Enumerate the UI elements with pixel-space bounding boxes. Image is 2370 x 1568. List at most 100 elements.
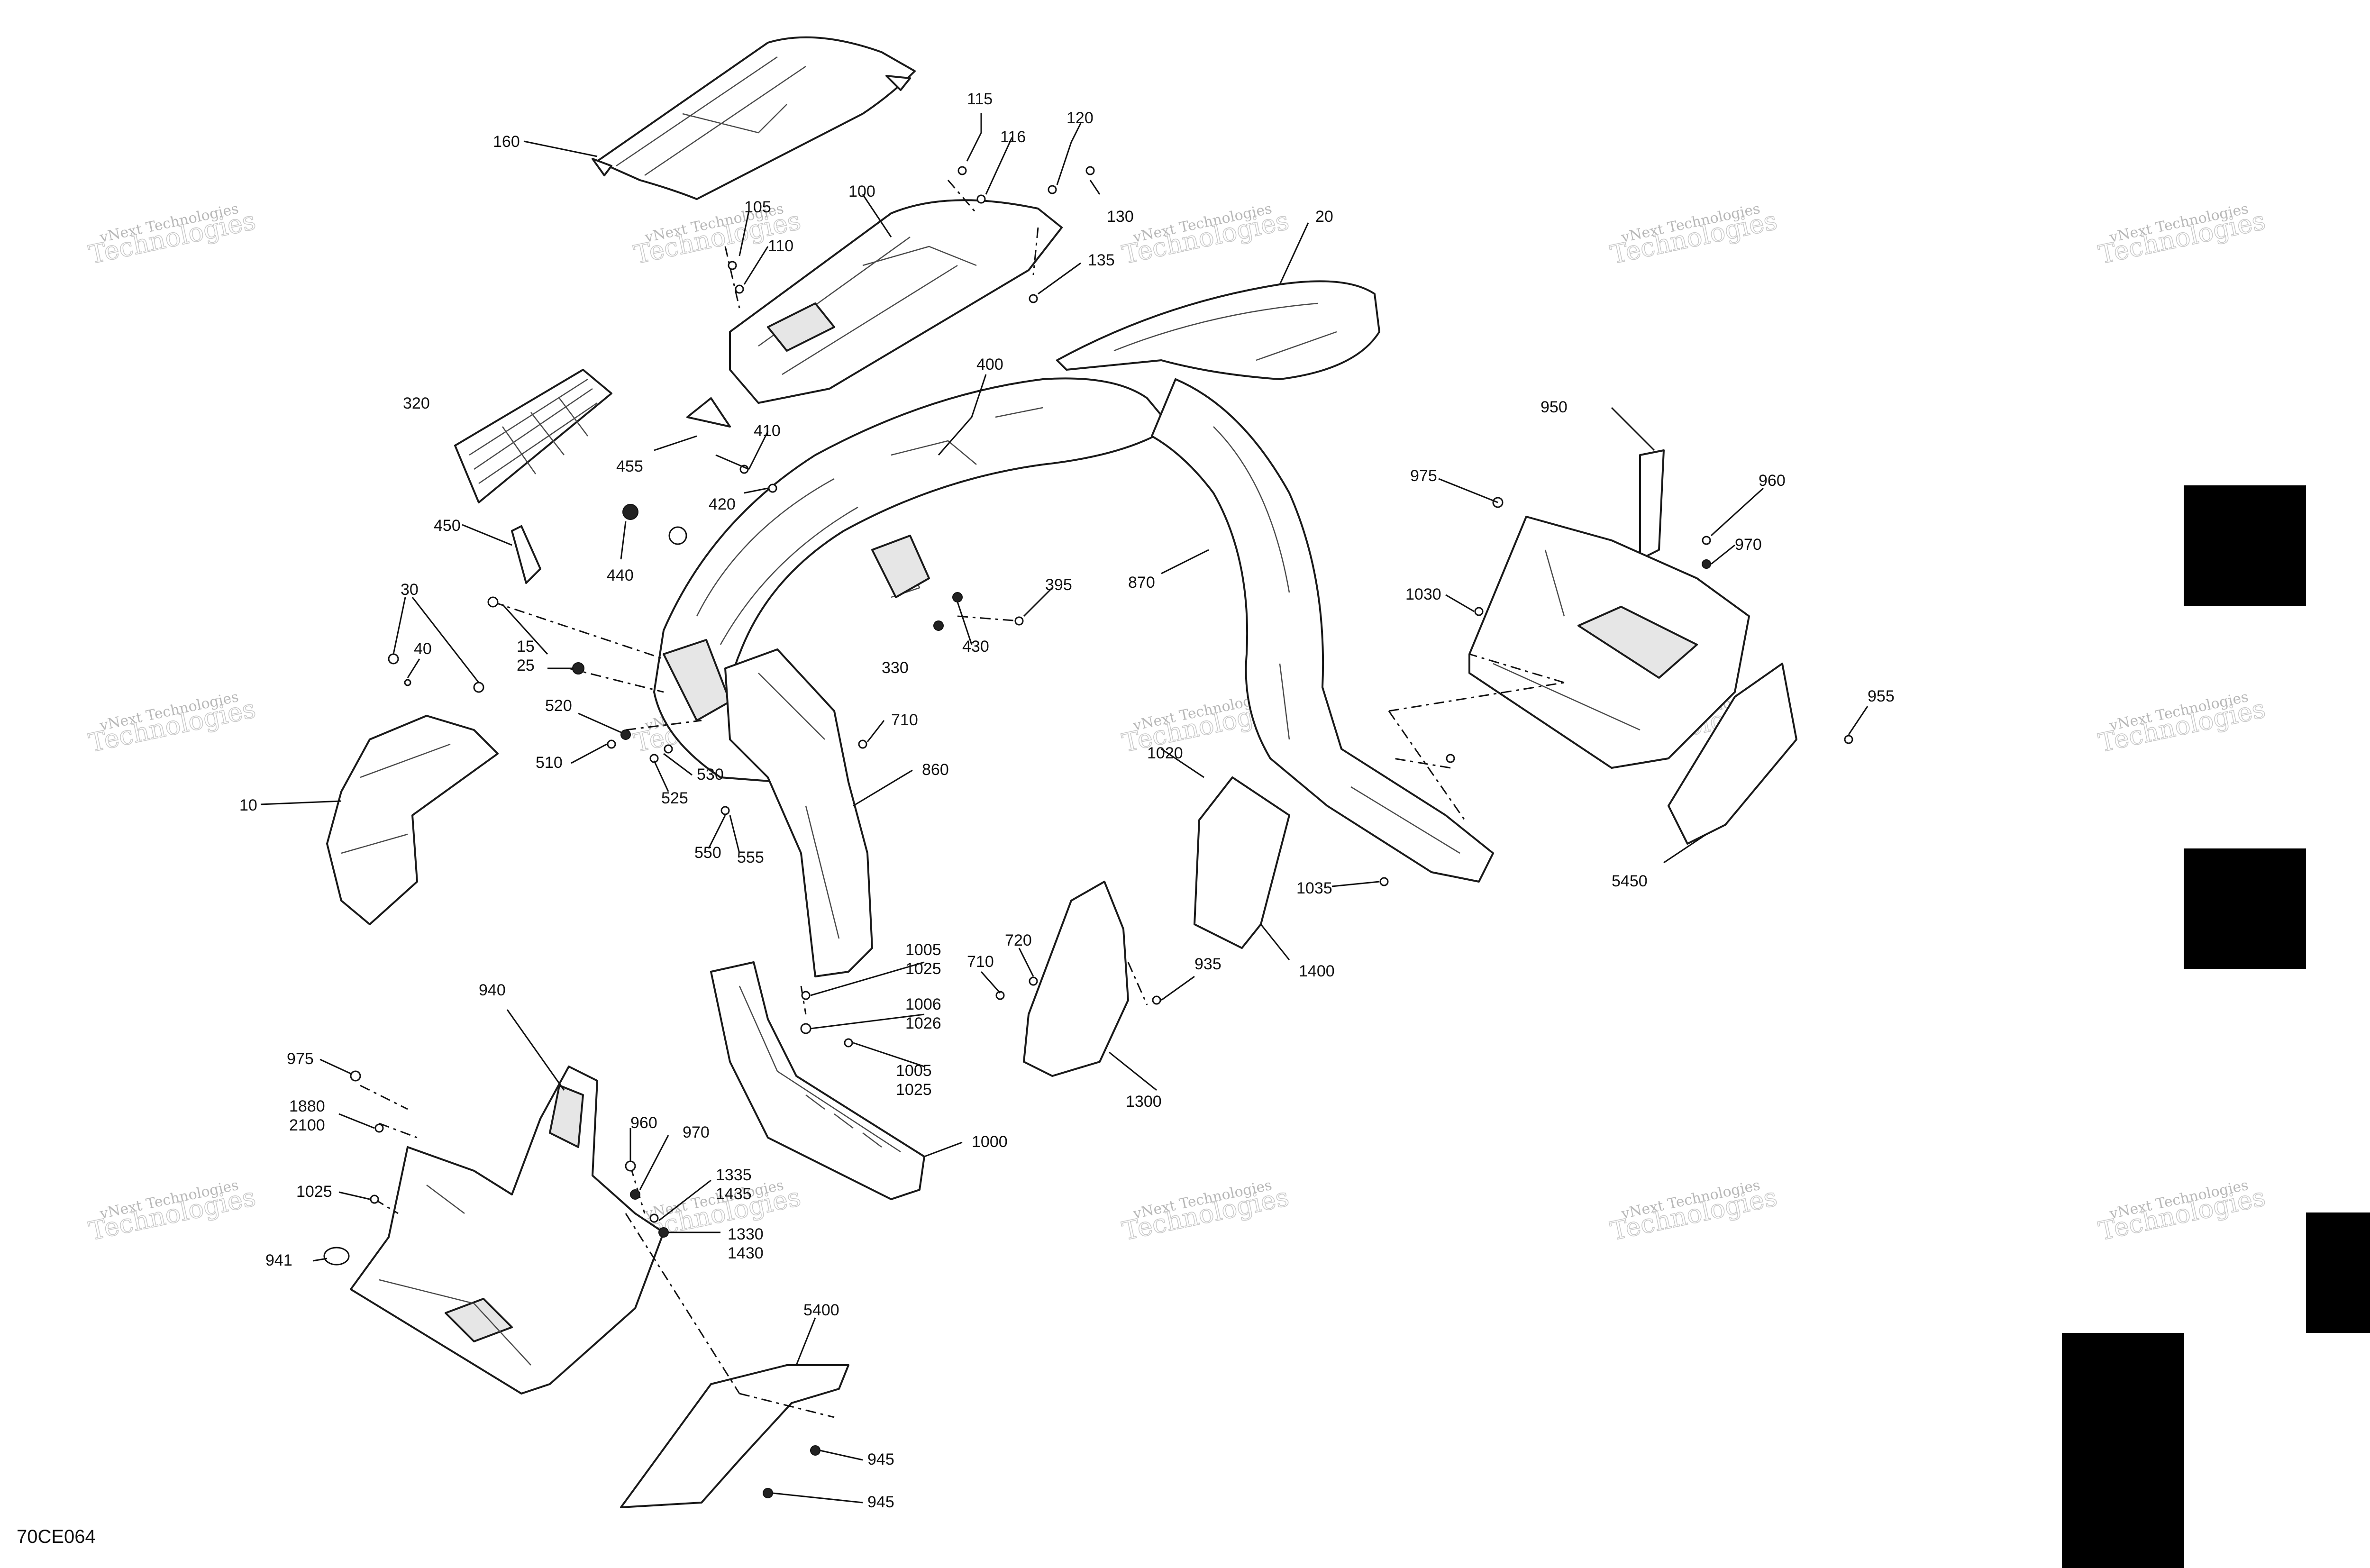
screw-1035 (1379, 877, 1389, 886)
screw-30a (388, 653, 399, 665)
callout-1030: 1030 (1405, 585, 1441, 603)
callout-1025b: 1025 (896, 1081, 932, 1099)
screw-960b (625, 1160, 636, 1172)
callout-116: 116 (1000, 128, 1026, 146)
screw-710a (858, 739, 867, 749)
callout-320: 320 (403, 394, 430, 412)
part-20-upper-shroud (1056, 280, 1380, 380)
callout-5400: 5400 (803, 1301, 839, 1319)
callout-970a: 970 (1735, 536, 1762, 554)
callout-20: 20 (1315, 208, 1333, 226)
black-block (2062, 1333, 2184, 1568)
screw-1020 (1446, 754, 1455, 763)
clip-720 (1029, 976, 1038, 986)
callout-1020: 1020 (1147, 744, 1183, 762)
callout-1435: 1435 (716, 1185, 752, 1203)
part-455-panel (686, 397, 731, 428)
screw-1030 (1474, 607, 1484, 616)
screw-110 (735, 284, 744, 294)
part-870-right-pillar (1151, 378, 1494, 883)
callout-25: 25 (517, 656, 535, 675)
screw-105 (728, 261, 737, 270)
nut-945b (763, 1488, 773, 1498)
nut-430 (952, 592, 963, 602)
callout-135: 135 (1088, 251, 1115, 269)
callout-860: 860 (922, 761, 949, 779)
part-100-dash-housing (729, 199, 1063, 404)
callout-530: 530 (697, 766, 724, 784)
callout-430: 430 (962, 638, 989, 656)
callout-160: 160 (493, 133, 520, 151)
callout-960a: 960 (1759, 472, 1786, 490)
callout-1400: 1400 (1299, 962, 1335, 980)
screw-510 (607, 739, 616, 749)
black-block (2184, 485, 2306, 606)
callout-555: 555 (737, 848, 764, 866)
callout-975b: 975 (287, 1050, 314, 1068)
screw-955 (1844, 735, 1853, 744)
callout-870: 870 (1128, 574, 1155, 592)
screw-710b (995, 991, 1005, 1000)
washer-1006 (800, 1023, 811, 1034)
callout-100: 100 (848, 182, 875, 201)
screw-395 (1014, 616, 1024, 626)
callout-710a: 710 (891, 711, 918, 729)
callout-115: 115 (967, 90, 993, 108)
callout-550: 550 (694, 844, 721, 862)
black-block (2184, 848, 2306, 969)
screw-550 (720, 806, 730, 815)
part-1000-rocker (710, 961, 925, 1200)
callout-1335: 1335 (716, 1166, 752, 1184)
callout-10: 10 (239, 796, 257, 814)
callout-1005b: 1005 (896, 1062, 932, 1080)
nut-1330 (658, 1227, 669, 1238)
clip-1335 (649, 1213, 659, 1223)
screw-1880 (374, 1123, 384, 1133)
part-10-left-shroud (326, 715, 499, 925)
callout-440: 440 (607, 566, 634, 584)
screw-1005a (801, 991, 811, 1000)
callout-400: 400 (976, 356, 1003, 374)
callout-450: 450 (434, 517, 461, 535)
callout-1000: 1000 (972, 1133, 1008, 1151)
callout-15: 15 (517, 638, 535, 656)
callout-1330: 1330 (728, 1225, 764, 1243)
screw-1025c (370, 1194, 379, 1204)
callout-720: 720 (1005, 931, 1032, 949)
callout-1006: 1006 (905, 995, 941, 1013)
callout-970b: 970 (683, 1123, 710, 1141)
nut-330 (933, 620, 944, 631)
callout-525: 525 (661, 789, 688, 807)
part-5400-kick-panel (620, 1364, 849, 1508)
nut-25 (572, 662, 584, 675)
callout-950: 950 (1540, 398, 1568, 416)
alignment-lines (360, 180, 1565, 1418)
callout-40: 40 (414, 640, 432, 658)
clip-135 (1029, 294, 1038, 303)
callout-945b: 945 (867, 1493, 894, 1511)
leader-lines (260, 113, 1869, 1504)
nut-520 (620, 729, 631, 740)
callout-2100: 2100 (289, 1116, 325, 1134)
callout-5450: 5450 (1612, 872, 1648, 890)
callout-1005a: 1005 (905, 941, 941, 959)
callout-940: 940 (479, 981, 506, 999)
callout-1035: 1035 (1296, 879, 1332, 897)
callout-941: 941 (265, 1251, 292, 1269)
plug-941 (323, 1247, 350, 1266)
black-block (2306, 1212, 2370, 1333)
callout-1300: 1300 (1126, 1093, 1162, 1111)
screw-115 (957, 166, 967, 175)
nut-970b (630, 1189, 640, 1200)
callout-120: 120 (1066, 109, 1094, 127)
